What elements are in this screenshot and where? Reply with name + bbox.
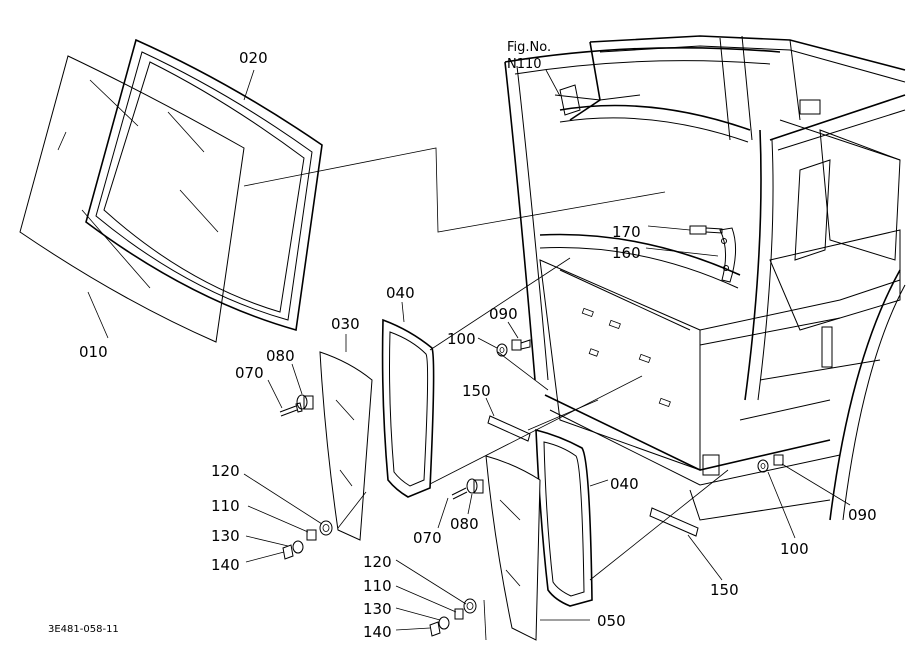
label-150-lower: 150	[710, 581, 739, 599]
bolt-070-left	[279, 402, 303, 417]
label-030: 030	[331, 315, 360, 333]
label-010: 010	[79, 343, 108, 361]
label-100-lower: 100	[780, 540, 809, 558]
strip-150-lower	[649, 507, 699, 537]
label-130-right: 130	[363, 600, 392, 618]
label-160: 160	[612, 244, 641, 262]
leader-lines	[87, 69, 851, 641]
figure-ref-line1: Fig.No.	[507, 40, 551, 55]
strip-150-upper	[487, 415, 531, 442]
label-110-left: 110	[211, 497, 240, 515]
label-070-right: 070	[413, 529, 442, 547]
windshield-glass-010	[19, 55, 245, 343]
drawing-code: 3E481-058-11	[48, 624, 119, 635]
label-090-lower: 090	[848, 506, 877, 524]
grommet-080-left	[296, 394, 314, 410]
label-080-left: 080	[266, 347, 295, 365]
side-glass-030	[319, 351, 373, 541]
side-glass-050	[485, 455, 541, 641]
label-050: 050	[597, 612, 626, 630]
side-gasket-040-lower	[535, 428, 593, 607]
grommet-080-right	[466, 478, 484, 494]
label-020: 020	[239, 49, 268, 67]
label-040-lower: 040	[610, 475, 639, 493]
hardware-stack-left	[282, 520, 333, 560]
bolt-090-upper	[511, 339, 531, 351]
label-120-left: 120	[211, 462, 240, 480]
label-090-upper: 090	[489, 305, 518, 323]
part-labels: Fig.No. N110 020 010 040 030 090 100 080…	[48, 40, 877, 641]
label-110-right: 110	[363, 577, 392, 595]
label-120-right: 120	[363, 553, 392, 571]
label-170: 170	[612, 223, 641, 241]
figure-ref-line2: N110	[507, 57, 542, 72]
washer-100-lower	[757, 459, 769, 473]
hardware-stack-right	[429, 598, 477, 637]
label-130-left: 130	[211, 527, 240, 545]
cab-frame	[504, 35, 906, 521]
label-140-right: 140	[363, 623, 392, 641]
windshield-gasket-020	[85, 38, 323, 332]
label-150-upper: 150	[462, 382, 491, 400]
label-070-left: 070	[235, 364, 264, 382]
label-140-left: 140	[211, 556, 240, 574]
bolt-070-right	[451, 487, 468, 500]
bolt-090-lower	[773, 454, 784, 466]
washer-100-upper	[496, 343, 508, 357]
label-080-right: 080	[450, 515, 479, 533]
label-040-upper: 040	[386, 284, 415, 302]
label-100-upper: 100	[447, 330, 476, 348]
side-gasket-040-upper	[381, 318, 435, 498]
